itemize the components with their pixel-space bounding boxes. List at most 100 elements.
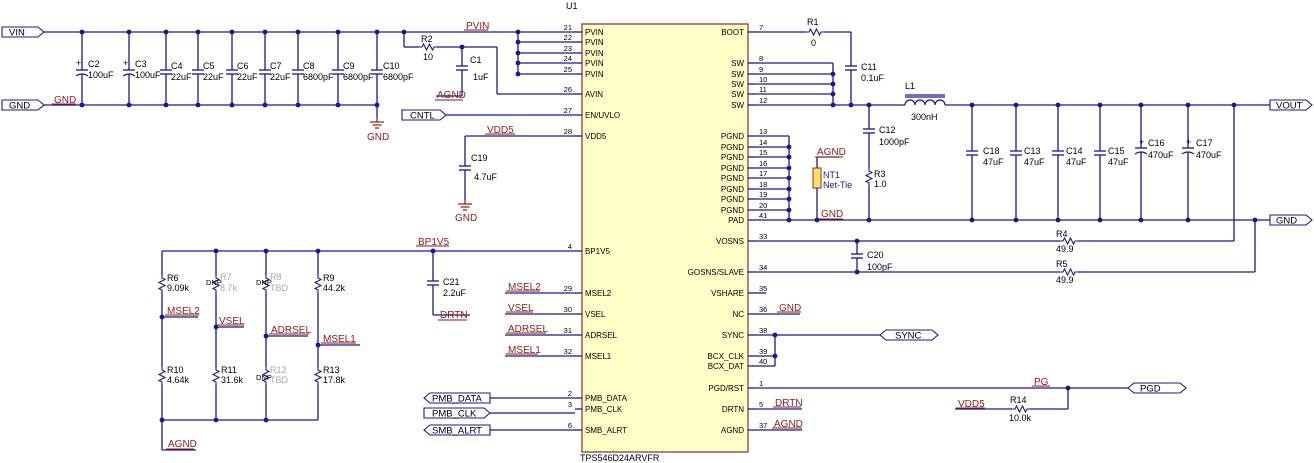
ic-pin-name: SYNC [722,331,744,340]
svg-text:+: + [1186,137,1191,147]
svg-text:C6: C6 [237,61,249,71]
svg-text:47uF: 47uF [1024,157,1045,167]
svg-text:VIN: VIN [9,28,25,39]
ic-pin-number: 30 [564,305,572,314]
ic-pin-number: 9 [759,65,763,74]
ic-pin-number: 37 [759,421,767,430]
ic-pin-name: PGND [721,164,744,173]
svg-text:+: + [76,58,81,68]
inductor-l1: L1 300nH [904,81,946,122]
svg-text:47uF: 47uF [1108,157,1129,167]
ic-pin-number: 20 [759,201,767,210]
svg-text:22uF: 22uF [270,72,291,82]
svg-text:L1: L1 [905,81,915,91]
svg-text:GND: GND [821,209,843,220]
svg-text:AGND: AGND [168,439,197,450]
net-vdd5-pg: VDD5 [958,399,985,410]
ic-pin-number: 15 [759,148,767,157]
ic-pin-number: 8 [759,54,763,63]
svg-text:R6: R6 [167,273,179,283]
ic-pin-name: PVIN [585,59,604,68]
c20-value: 100pF [867,262,893,272]
pmb-clk-port[interactable]: PMB_CLK [423,407,491,420]
ic-pin-number: 11 [759,85,767,94]
svg-text:8.7k: 8.7k [220,283,238,293]
ic-pin-number: 23 [564,44,572,53]
ic-pin-number: 38 [759,326,767,335]
net-bp1v5: BP1V5 [418,237,450,248]
r3-ref: R3 [874,169,886,179]
ic-pin-number: 3 [568,400,572,409]
svg-text:PGD: PGD [1140,384,1161,395]
ic-pins: 21PVIN22PVIN23PVIN24PVIN25PVIN26AVIN27EN… [564,23,768,435]
svg-text:100uF: 100uF [135,70,161,80]
ic-pin-number: 31 [564,326,572,335]
svg-text:C16: C16 [1148,138,1165,148]
ic-pin-number: 2 [568,389,572,398]
svg-text:C14: C14 [1066,146,1083,156]
ic-pin-number: 24 [564,54,572,63]
divider-network: R6 9.09k R10 4.64k DNP R7 8.7k R11 31.6k… [158,248,360,451]
ic-body [581,23,749,453]
ic-pin-number: 32 [564,347,572,356]
vin-port[interactable]: VIN [1,26,45,39]
ic-pin-name: SW [731,90,744,99]
svg-text:470uF: 470uF [1196,150,1222,160]
svg-text:+: + [1139,137,1144,147]
vout-port[interactable]: VOUT [1269,99,1313,112]
ic-pin-number: 25 [564,65,572,74]
c1-ref: C1 [470,55,482,65]
ic-pin-name: PGND [721,153,744,162]
svg-text:C4: C4 [171,61,183,71]
svg-text:17.8k: 17.8k [323,375,346,385]
ic-pin-number: 10 [759,75,767,84]
sync-port[interactable]: SYNC [879,329,939,342]
ic-pin-name: PGND [721,206,744,215]
svg-text:44.2k: 44.2k [323,283,346,293]
svg-text:R11: R11 [221,365,237,375]
net-vsel-ic: VSEL [508,303,534,314]
ic-pin-number: 39 [759,347,767,356]
svg-text:R7: R7 [220,272,232,282]
ic-pin-number: 7 [759,23,763,32]
svg-text:+: + [123,58,128,68]
r5-value: 49.9 [1056,275,1074,285]
svg-text:22uF: 22uF [171,72,192,82]
svg-text:GND: GND [367,132,389,143]
ic-pin-number: 22 [564,33,572,42]
svg-text:DNP: DNP [256,373,272,382]
ic-pin-name: PVIN [585,28,604,37]
ic-pin-number: 21 [564,23,572,32]
svg-text:TBD: TBD [270,375,289,385]
ic-pin-name: PGND [721,174,744,183]
ic-pin-number: 17 [759,169,767,178]
smb-alrt-port[interactable]: SMB_ALRT [423,424,491,437]
svg-text:22uF: 22uF [237,72,258,82]
ic-pin-name: SW [731,80,744,89]
svg-text:C8: C8 [303,61,315,71]
net-pg: PG [1034,377,1049,388]
pgd-port[interactable]: PGD [1127,382,1187,395]
ic-pin-name: AGND [721,426,744,435]
pmb-data-port[interactable]: PMB_DATA [423,392,491,405]
net-agnd-c1: AGND [437,90,466,101]
svg-text:GND: GND [1276,216,1297,227]
r5-ref: R5 [1056,259,1068,269]
ic-pin-number: 4 [568,242,572,251]
ic-pin-name: NC [732,310,744,319]
gnd-port-right[interactable]: GND [1269,214,1313,227]
ic-pin-number: 14 [759,138,767,147]
cntl-port[interactable]: CNTL [401,109,447,122]
svg-text:NT1: NT1 [823,170,840,180]
svg-text:C2: C2 [88,59,100,69]
net-msel1-ic: MSEL1 [508,345,541,356]
r2-value: 10 [423,52,433,62]
ic-pin-name: MSEL2 [585,289,612,298]
svg-text:C18: C18 [983,146,1000,156]
svg-text:ADRSEL: ADRSEL [271,325,311,336]
gnd-port-left[interactable]: GND [1,99,45,112]
ic-pin-number: 40 [759,357,767,366]
svg-text:6800pF: 6800pF [383,72,414,82]
ic-pin-name: PGND [721,195,744,204]
ic-pin-number: 18 [759,180,767,189]
